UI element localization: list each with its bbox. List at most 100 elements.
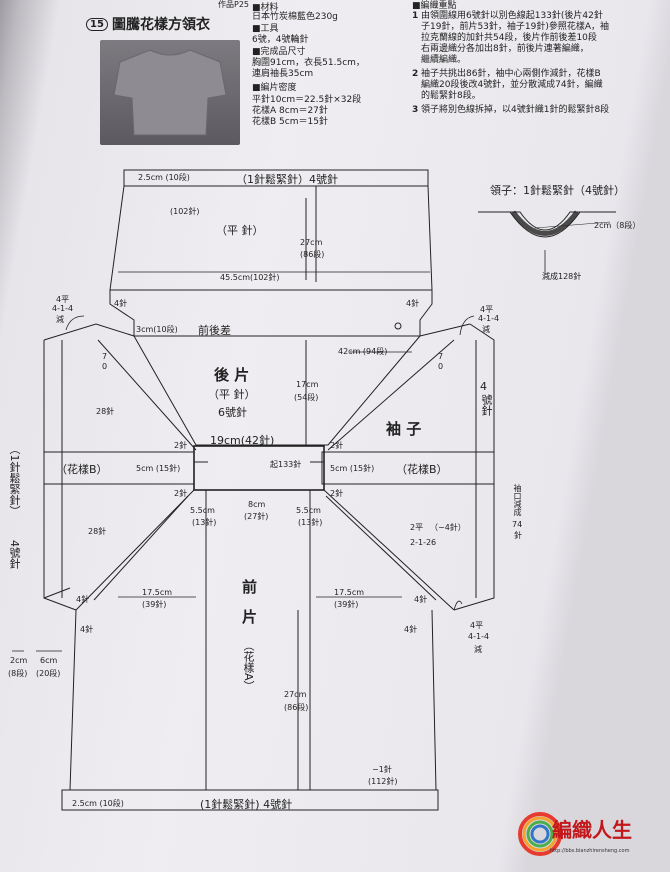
four-c: 4針 [76,595,90,604]
bottom-414: 4-1-4 [468,632,490,641]
sev-left: 17.5cm [142,588,173,597]
logo-url: http://bbs.bianzhirensheng.com [550,848,630,854]
site-logo: 編織人生 http://bbs.bianzhirensheng.com [518,794,668,866]
sev-right: 17.5cm [334,588,365,597]
back-diff-3cm: 3cm(10段) [136,325,178,334]
cuff-2: 74 [512,520,523,529]
five5-left: 5.5cm [190,506,215,515]
back-flat: （平 針） [216,224,264,237]
four-a: 4針 [114,299,128,308]
raglan-42: 42cm (94段) [338,347,388,356]
back-17: 17cm [296,380,319,389]
step-3-marker: 3 [412,105,419,115]
eight-2: (27針) [244,512,269,521]
two-l1: 2針 [174,441,188,450]
back-27: 27cm [300,238,323,247]
pattern-number: 15 [86,18,108,31]
dec-2flat: 2平 [410,523,424,532]
right-dec: 減 [482,325,490,334]
back-width: 45.5cm(102針) [220,273,280,282]
dim-8d: (8段) [8,669,28,678]
n-112: (112針) [368,777,398,786]
right-4flat: 4平 [480,305,494,314]
back-flat-2: （平 針） [208,388,256,401]
neck-19: 19cm(42針) [210,434,275,447]
rainbow-ring-icon [518,812,562,856]
dec-2126: 2-1-26 [410,538,437,547]
two-r2: 2針 [330,489,344,498]
four-d: 4針 [414,595,428,604]
back-86: (86段) [300,250,325,259]
front-86: (86段) [284,703,309,712]
collar-title: 領子：1針鬆緊針（4號針） [490,184,625,197]
left-4flat: 4平 [56,295,70,304]
back-diff: 前後差 [198,324,231,337]
four-f: 4針 [404,625,418,634]
pattern-title: 圖騰花樣方領衣 [112,17,210,33]
five-left: 5cm (15針) [136,464,181,473]
right-needle: 號針 [480,394,493,416]
back-top-hem: 2.5cm (10段) [138,173,190,182]
front-body: 前 [242,578,258,596]
pattern-b-right: （花樣B） [396,463,448,476]
tools-label: ■工具 [252,24,279,34]
step-3-line-1: 領子將別色線拆掉，以4號針織1針的鬆緊針8段 [421,105,610,115]
front-27: 27cm [284,690,307,699]
start-133: 起133針 [270,460,302,469]
sleeve-label: 袖 子 [386,420,422,438]
gauge-line-2: 花樣A 8cm＝27針 [252,106,328,116]
sev-left-2: (39針) [142,600,167,609]
step-1-line-1: 由領圍線用6號針以別色線起133針(後片42針 [421,11,603,21]
dec-minus4: （−4針） [430,523,466,532]
front-pattern-a: （花樣A） [242,640,255,692]
size-line-1: 胸圍91cm，衣長51.5cm， [252,58,365,68]
materials-label: ■材料 [252,3,279,13]
two-r1: 2針 [330,441,344,450]
left-414: 4-1-4 [52,304,74,313]
back-54: (54段) [294,393,319,402]
materials-text: 日本竹炭棉藍色230g [252,12,338,22]
right-4: 4 [480,380,487,393]
four-b: 4針 [406,299,420,308]
step-2-line-1: 袖子共挑出86針，袖中心兩側作減針，花樣B [421,69,601,79]
step-1-line-5: 繼續編織。 [421,55,467,65]
zero-l: 0 [102,362,108,371]
back-body: 後 片 [214,366,250,384]
step-1-line-3: 拉克蘭線的加針共54段，後片作前後差10段 [421,33,597,43]
logo-text: 編織人生 [552,818,632,842]
four-e: 4針 [80,625,94,634]
gauge-label: ■編片密度 [252,83,297,93]
seven-r: 7 [438,352,444,361]
step-2-line-3: 的鬆緊針8段。 [421,91,481,101]
left-28-b: 28針 [88,527,107,536]
back-102: (102針) [170,207,200,216]
five5-right-2: (13針) [298,518,323,527]
step-1-line-4: 右兩邊織分各加出8針，前後片連著編織， [421,44,589,54]
seven-l: 7 [102,352,108,361]
back-top-rib: （1針鬆緊針）4號針 [236,173,338,186]
five-right: 5cm (15針) [330,464,375,473]
pattern-b-left: （花樣B） [56,463,108,476]
tools-text: 6號，4號輪針 [252,35,309,45]
back-needle: 6號針 [218,406,247,419]
two-l2: 2針 [174,489,188,498]
left-rib-1: （1針鬆緊針） [8,443,21,517]
eight: 8cm [248,500,266,509]
step-2-line-2: 編織20段後改4號針，並分散減成74針，編織 [421,80,603,90]
gauge-line-1: 平針10cm＝22.5針×32段 [252,95,362,105]
dim-2cm: 2cm [10,656,28,665]
step-1-marker: 1 [412,11,419,21]
left-28-a: 28針 [96,407,115,416]
left-rib-2: 4號針 [8,540,21,569]
size-line-2: 連肩袖長35cm [252,69,314,79]
right-414: 4-1-4 [478,314,500,323]
front-body-2: 片 [242,608,258,626]
step-2-marker: 2 [412,69,419,79]
five5-left-2: (13針) [192,518,217,527]
dim-6cm: 6cm [40,656,58,665]
size-label: ■完成品尺寸 [252,47,306,57]
